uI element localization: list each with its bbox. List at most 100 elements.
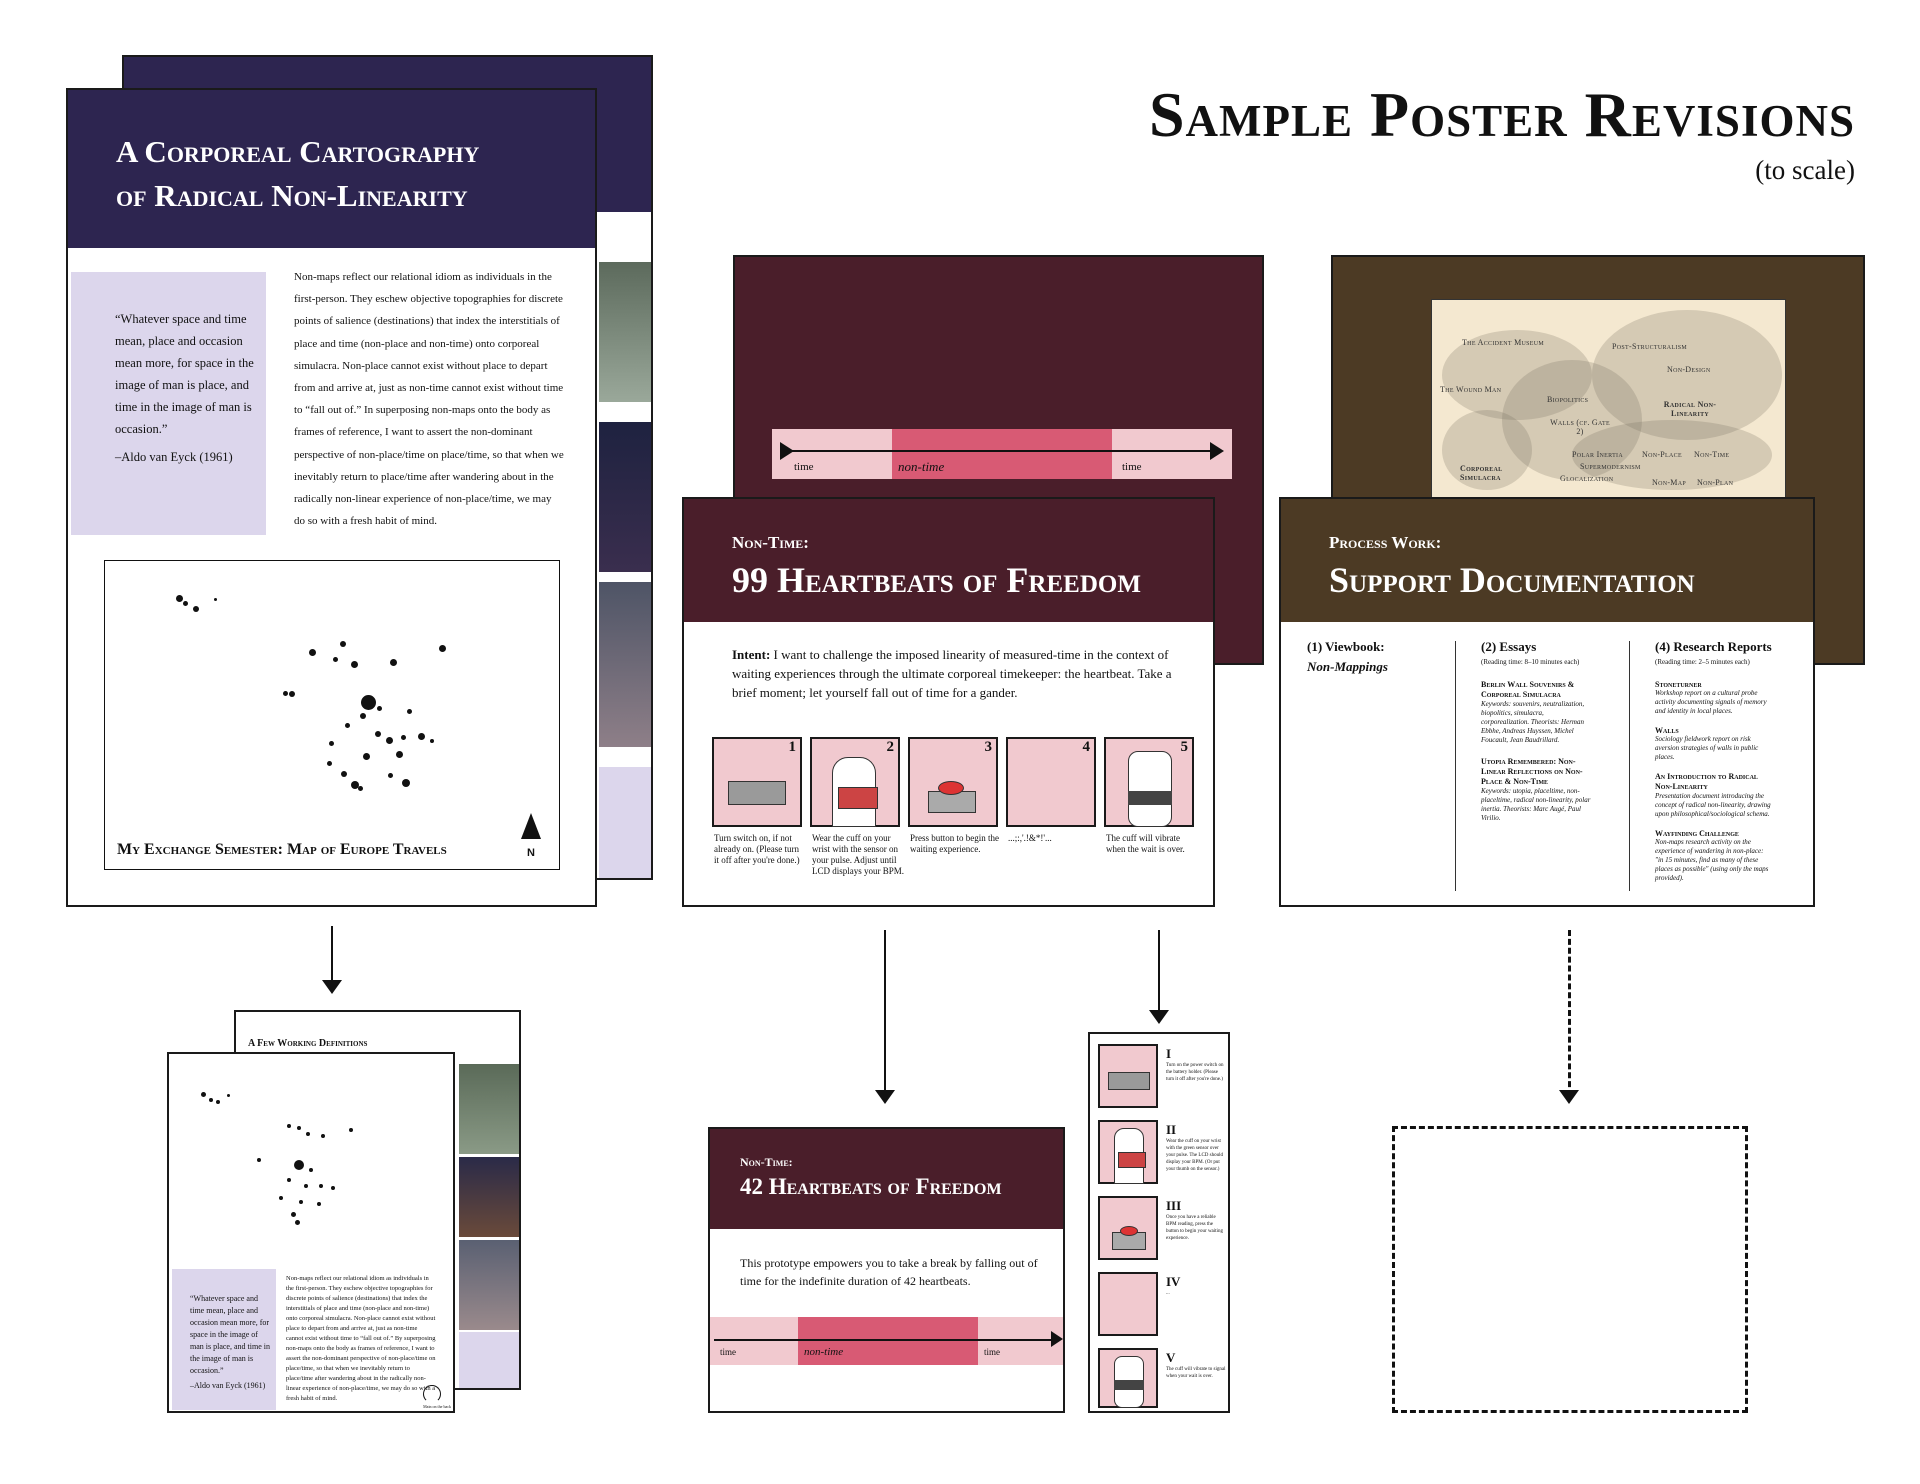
panel-caption: Press button to begin the waiting experi… bbox=[910, 833, 999, 854]
col1-head: (1) Viewbook: bbox=[1307, 639, 1385, 654]
strip-num: III bbox=[1166, 1198, 1182, 1213]
poster1-title-line1: A Corporeal Cartography bbox=[116, 134, 480, 169]
placeholder-dashed-box bbox=[1392, 1126, 1748, 1413]
turn-page-icon bbox=[423, 1385, 441, 1403]
rev2-header: Non-Time: 42 Heartbeats of Freedom bbox=[710, 1129, 1063, 1229]
cloud-node: Non-Map bbox=[1652, 478, 1686, 487]
cloud-node: Non-Place bbox=[1642, 450, 1682, 459]
poster3-kicker: Process Work: bbox=[1329, 533, 1442, 552]
vibrating-cuff-icon bbox=[1128, 751, 1172, 827]
poster2-front: Non-Time: 99 Heartbeats of Freedom Inten… bbox=[682, 497, 1215, 907]
poster2-intent: Intent: I want to challenge the imposed … bbox=[732, 645, 1172, 702]
essay-title: Utopia Remembered: Non-Linear Reflection… bbox=[1481, 757, 1583, 786]
report-title: Stoneturner bbox=[1655, 680, 1702, 689]
strip-panel-1 bbox=[1098, 1044, 1158, 1108]
rev2-timeline: time non-time time bbox=[710, 1317, 1063, 1365]
rev1-quote: “Whatever space and time mean, place and… bbox=[190, 1294, 270, 1375]
cloud-node: Non-Plan bbox=[1697, 478, 1734, 487]
rev1-quote-box: “Whatever space and time mean, place and… bbox=[172, 1269, 276, 1410]
rev2-timeline-left: time bbox=[720, 1347, 736, 1357]
poster1-quote-box: “Whatever space and time mean, place and… bbox=[71, 272, 266, 535]
panel-number: 4 bbox=[1082, 739, 1091, 755]
col3-head: (4) Research Reports bbox=[1655, 639, 1772, 654]
step-panel-1: 1 bbox=[712, 737, 802, 827]
report-title: Walls bbox=[1655, 726, 1679, 735]
step-panel-4: 4 bbox=[1006, 737, 1096, 827]
poster1-quote: “Whatever space and time mean, place and… bbox=[115, 312, 254, 436]
cloud-node: Supermodernism bbox=[1580, 462, 1641, 471]
report-title: An Introduction to Radical Non-Linearity bbox=[1655, 772, 1758, 791]
poster3-col2: (2) Essays (Reading time: 8–10 minutes e… bbox=[1481, 639, 1593, 823]
rev3-strip: I Turn on the power switch on the batter… bbox=[1088, 1032, 1230, 1413]
poster1-header: A Corporeal Cartography of Radical Non-L… bbox=[68, 90, 595, 248]
panel-caption: Turn switch on, if not already on. (Plea… bbox=[714, 833, 800, 865]
rev2-timeline-right: time bbox=[984, 1347, 1000, 1357]
cloud-node: Polar Inertia bbox=[1572, 450, 1623, 459]
report-desc: Workshop report on a cultural probe acti… bbox=[1655, 689, 1767, 715]
cloud-node: Glocalization bbox=[1560, 474, 1614, 483]
col3-note: (Reading time: 2–5 minutes each) bbox=[1655, 658, 1750, 666]
poster2-intent-label: Intent: bbox=[732, 647, 771, 662]
strip-panel-5 bbox=[1098, 1348, 1158, 1408]
cloud-node: Radical Non-Linearity bbox=[1663, 400, 1717, 418]
rev2-card: Non-Time: 42 Heartbeats of Freedom This … bbox=[708, 1127, 1065, 1413]
col2-head: (2) Essays bbox=[1481, 639, 1537, 654]
concept-cloud: The Accident Museum Post-Structuralism N… bbox=[1431, 299, 1786, 499]
strip-num: IV bbox=[1166, 1274, 1181, 1289]
cloud-node: Post-Structuralism bbox=[1612, 342, 1687, 351]
north-arrow-icon bbox=[521, 813, 541, 839]
cloud-node: The Wound Man bbox=[1440, 385, 1502, 394]
cloud-node: Walls (cf. Gate 2) bbox=[1550, 418, 1610, 436]
step-panel-2: 2 bbox=[810, 737, 900, 827]
rev2-title: 42 Heartbeats of Freedom bbox=[740, 1174, 1002, 1199]
step-panel-3: 3 bbox=[908, 737, 998, 827]
poster3-front: Process Work: Support Documentation (1) … bbox=[1279, 497, 1815, 907]
poster2-back-timeline: time non-time time bbox=[772, 429, 1232, 479]
rev1-front: “Whatever space and time mean, place and… bbox=[167, 1052, 455, 1413]
panel-caption: Wear the cuff on your wrist with the sen… bbox=[812, 833, 905, 876]
panel-number: 3 bbox=[984, 739, 993, 755]
essay-desc: Keywords: souvenirs, neutralization, bio… bbox=[1481, 700, 1585, 744]
strip-panel-4 bbox=[1098, 1272, 1158, 1336]
essay-desc: Keywords: utopia, placeltime, non-placel… bbox=[1481, 787, 1591, 822]
poster2-title: 99 Heartbeats of Freedom bbox=[732, 560, 1141, 600]
poster1-map-caption: My Exchange Semester: Map of Europe Trav… bbox=[117, 841, 447, 858]
cloud-node: The Accident Museum bbox=[1462, 338, 1545, 347]
report-desc: Sociology fieldwork report on risk avers… bbox=[1655, 735, 1759, 761]
strip-panel-3 bbox=[1098, 1196, 1158, 1260]
page-title: Sample Poster Revisions bbox=[1148, 79, 1855, 150]
cloud-node: Corporeal Simulacra bbox=[1460, 464, 1503, 482]
report-desc: Non-maps research activity on the experi… bbox=[1655, 838, 1769, 882]
battery-switch-icon bbox=[728, 781, 786, 805]
rev1-back-note: Main on the back bbox=[423, 1404, 451, 1409]
poster2-kicker: Non-Time: bbox=[732, 533, 809, 552]
report-desc: Presentation document introducing the co… bbox=[1655, 792, 1771, 818]
panel-number: 2 bbox=[886, 739, 895, 755]
poster3-col3: (4) Research Reports (Reading time: 2–5 … bbox=[1655, 639, 1773, 883]
col1-sub: Non-Mappings bbox=[1307, 659, 1388, 674]
poster1-title-line2: of Radical Non-Linearity bbox=[116, 178, 468, 213]
poster1-front: A Corporeal Cartography of Radical Non-L… bbox=[66, 88, 597, 907]
panel-caption: The cuff will vibrate when the wait is o… bbox=[1106, 833, 1185, 854]
strip-num: II bbox=[1166, 1122, 1177, 1137]
poster2-intent-text: I want to challenge the imposed linearit… bbox=[732, 647, 1172, 700]
cloud-node: Non-Time bbox=[1694, 450, 1730, 459]
strip-panel-2 bbox=[1098, 1120, 1158, 1184]
poster1-body: Non-maps reflect our relational idiom as… bbox=[294, 271, 564, 528]
essay-title: Berlin Wall Souvenirs & Corporeal Simula… bbox=[1481, 680, 1575, 699]
cloud-node: Non-Design bbox=[1667, 365, 1711, 374]
cloud-node: Biopolitics bbox=[1547, 395, 1589, 404]
panel-caption: ...;:,'.!&*!'... bbox=[1008, 833, 1052, 843]
strip-num: V bbox=[1166, 1350, 1176, 1365]
strip-text: Turn on the power switch on the battery … bbox=[1166, 1063, 1224, 1082]
strip-text: The cuff will vibrate to signal when you… bbox=[1166, 1367, 1226, 1379]
strip-text: Once you have a reliable BPM reading, pr… bbox=[1166, 1215, 1223, 1241]
poster3-title: Support Documentation bbox=[1329, 560, 1695, 600]
poster2-header: Non-Time: 99 Heartbeats of Freedom bbox=[684, 499, 1213, 622]
rev2-body: This prototype empowers you to take a br… bbox=[740, 1256, 1038, 1288]
rev2-kicker: Non-Time: bbox=[740, 1155, 793, 1169]
page-subtitle: (to scale) bbox=[1755, 155, 1855, 185]
poster1-map: My Exchange Semester: Map of Europe Trav… bbox=[104, 560, 560, 870]
poster3-col1: (1) Viewbook: Non-Mappings bbox=[1307, 639, 1447, 675]
poster3-header: Process Work: Support Documentation bbox=[1281, 499, 1813, 622]
